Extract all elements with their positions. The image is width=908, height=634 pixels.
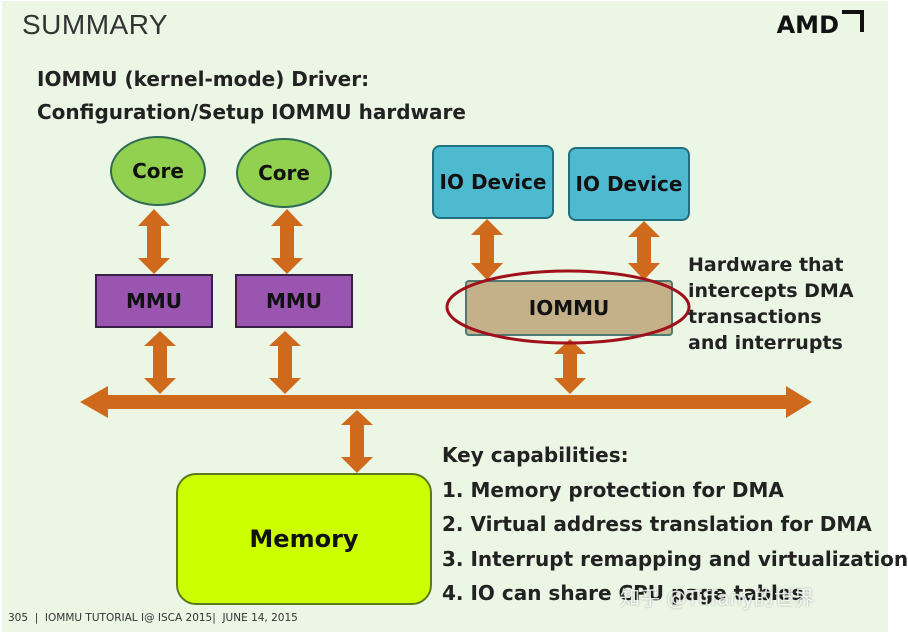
amd-logo-text: AMD [776, 11, 839, 39]
hardware-note-line-4: and interrupts [688, 332, 843, 354]
capabilities-title: Key capabilities: [442, 443, 629, 467]
io-device-1: IO Device [432, 145, 554, 219]
iommu-bus-arrow [554, 339, 586, 394]
capability-item: 1. Memory protection for DMA [442, 477, 784, 502]
mmu-2: MMU [235, 274, 353, 328]
core1-mmu1-arrow [138, 209, 170, 274]
amd-arrow-icon [842, 10, 864, 32]
iodevice2-iommu-arrow [628, 221, 660, 280]
slide-title: SUMMARY [22, 9, 169, 40]
core-2: Core [236, 138, 332, 208]
driver-subheading: Configuration/Setup IOMMU hardware [37, 100, 466, 124]
mmu-1: MMU [95, 274, 213, 328]
amd-logo: AMD [776, 10, 864, 39]
key-capabilities: Key capabilities: 1. Memory protection f… [442, 440, 908, 613]
connection-arrows [80, 209, 812, 473]
memory-box: Memory [176, 473, 432, 605]
iommu-highlight-ellipse [445, 269, 691, 345]
iommu-box: IOMMU [465, 280, 673, 336]
core-1: Core [110, 136, 206, 206]
slide-footer: 305 | IOMMU TUTORIAL I@ ISCA 2015| JUNE … [8, 612, 298, 624]
bus-memory-arrow [341, 410, 373, 473]
capability-item: 2. Virtual address translation for DMA [442, 512, 872, 536]
io-device-2: IO Device [568, 147, 690, 221]
system-bus-arrow [80, 386, 812, 418]
hardware-note-line-3: transactions [688, 306, 822, 328]
mmu1-bus-arrow [144, 331, 176, 394]
core2-mmu2-arrow [271, 209, 303, 274]
mmu2-bus-arrow [269, 331, 301, 394]
hardware-note: Hardware that intercepts DMA transaction… [688, 252, 854, 356]
hardware-note-line-2: intercepts DMA [688, 280, 854, 302]
iodevice1-iommu-arrow [471, 219, 503, 280]
driver-heading: IOMMU (kernel-mode) Driver: [37, 67, 370, 91]
capability-item: 3. Interrupt remapping and virtualizatio… [442, 546, 908, 571]
capability-item: 4. IO can share CPU page tables [442, 581, 804, 605]
iommu-highlight [445, 269, 691, 345]
hardware-note-line-1: Hardware that [688, 254, 844, 276]
watermark: 知乎 @Tiffany的世界 [620, 586, 815, 610]
